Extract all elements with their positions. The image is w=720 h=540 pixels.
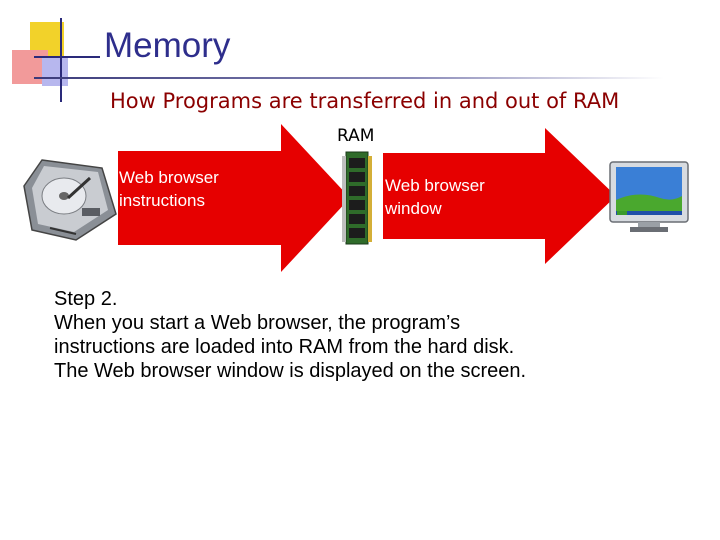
arrow-right-line2: window (385, 199, 442, 218)
ram-module-icon (342, 151, 372, 245)
slide-subtitle: How Programs are transferred in and out … (110, 89, 620, 113)
step-line-1: Step 2. (54, 288, 118, 310)
arrow-left-line1: Web browser (119, 168, 219, 187)
arrow-left (118, 124, 350, 272)
arrow-right-line1: Web browser (385, 176, 485, 195)
ram-label: RAM (337, 126, 375, 146)
step-line-4: The Web browser window is displayed on t… (54, 360, 527, 382)
step-description: Step 2. When you start a Web browser, th… (54, 287, 674, 383)
corner-decoration (0, 0, 110, 110)
arrow-left-label: Web browser instructions (119, 166, 219, 212)
step-line-2: When you start a Web browser, the progra… (54, 312, 461, 334)
arrow-right (383, 128, 616, 264)
step-line-3: instructions are loaded into RAM from th… (54, 336, 515, 358)
hard-disk-icon (23, 159, 117, 241)
slide-title: Memory (104, 26, 231, 65)
title-divider (34, 77, 664, 79)
arrow-left-line2: instructions (119, 191, 205, 210)
monitor-icon (609, 161, 689, 232)
arrow-right-label: Web browser window (385, 174, 485, 220)
